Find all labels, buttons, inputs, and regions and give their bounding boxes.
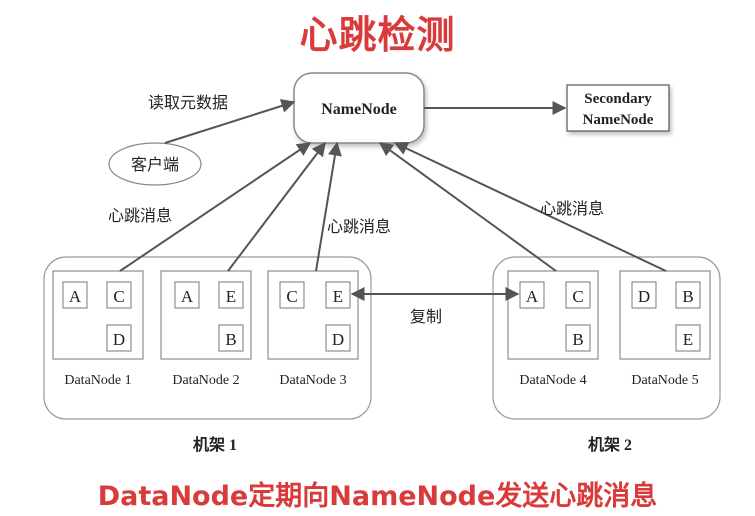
block-label: D [332,330,344,349]
secondary-line2: NameNode [583,112,654,128]
heartbeat-label-right: 心跳消息 [540,200,604,218]
datanode-label: DataNode 4 [519,373,586,388]
block-label: D [638,287,650,306]
rack-1-label: 机架 1 [193,435,237,454]
heartbeat-arrow-dn4 [378,142,557,272]
client-node: 客户端 [108,142,202,186]
datanode-label: DataNode 2 [172,373,239,388]
datanode-label: DataNode 1 [64,373,131,388]
footer-caption: DataNode定期向NameNode发送心跳消息 [97,481,658,512]
namenode-node: NameNode [293,72,425,144]
replicate-label: 复制 [410,308,442,326]
datanode-label: DataNode 3 [279,373,346,388]
block-label: A [69,287,82,306]
block-label: E [333,287,343,306]
secondary-line1: Secondary [584,91,652,107]
datanode-3: C E D DataNode 3 [267,270,359,388]
block-label: A [526,287,539,306]
datanode-5: D B E DataNode 5 [619,270,711,388]
block-label: B [225,330,236,349]
block-label: B [572,330,583,349]
heartbeat-arrow-dn1 [119,142,312,272]
read-metadata-label: 读取元数据 [148,94,228,112]
heartbeat-label-left: 心跳消息 [108,207,172,225]
block-label: A [181,287,194,306]
block-label: D [113,330,125,349]
block-label: B [682,287,693,306]
namenode-label: NameNode [321,101,397,118]
heartbeat-arrow-dn3 [315,141,342,272]
datanode-4: A C B DataNode 4 [507,270,599,388]
datanode-label: DataNode 5 [631,373,698,388]
block-label: C [572,287,583,306]
block-label: C [286,287,297,306]
rack-2-label: 机架 2 [588,435,632,454]
datanode-1: A C D DataNode 1 [52,270,144,388]
heartbeat-arrow-dn5 [393,142,667,272]
block-label: C [113,287,124,306]
heartbeat-arrow-dn2 [227,141,326,272]
heartbeat-label-center: 心跳消息 [327,218,391,236]
datanode-2: A E B DataNode 2 [160,270,252,388]
block-label: E [683,330,693,349]
page-title: 心跳检测 [299,13,456,57]
client-label: 客户端 [131,156,179,174]
secondary-namenode-node: Secondary NameNode [566,84,670,132]
block-label: E [226,287,236,306]
read-metadata-arrow [164,99,296,144]
